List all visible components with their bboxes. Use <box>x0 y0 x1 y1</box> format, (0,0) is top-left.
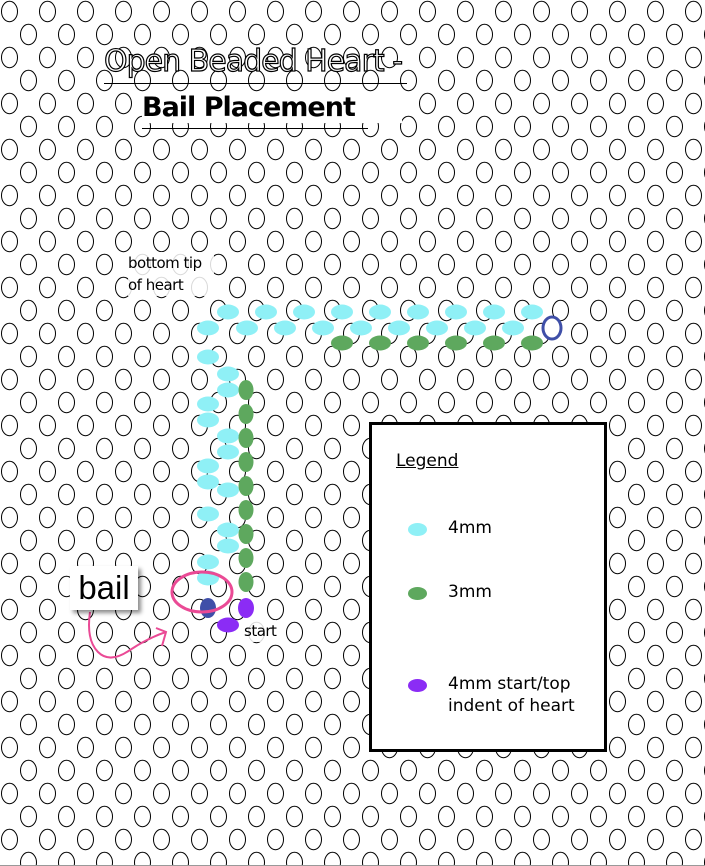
bead-3mm <box>445 335 467 351</box>
bead-4mm <box>217 382 239 398</box>
bead-4mm <box>217 366 239 382</box>
bail-label: bail <box>78 569 130 606</box>
bead-4mm <box>197 349 219 365</box>
bead-3mm <box>238 428 254 448</box>
bead-start <box>238 598 254 618</box>
bead-start-swatch <box>408 679 427 692</box>
legend-label-3mm: 3mm <box>448 582 492 602</box>
bead-3mm-swatch <box>408 587 427 600</box>
bead-3mm <box>521 335 543 351</box>
bead-4mm <box>369 304 391 320</box>
bead-3mm <box>369 335 391 351</box>
bead-3mm <box>238 500 254 520</box>
bail-pointer-arrow <box>88 611 167 659</box>
bead-4mm <box>197 554 219 570</box>
bead-4mm <box>217 482 239 498</box>
bead-3mm <box>238 452 254 472</box>
bead-4mm <box>521 304 543 320</box>
bead-4mm <box>255 304 277 320</box>
title-underline <box>104 83 407 84</box>
legend-box: Legend 4mm 3mm 4mm start/top indent of h… <box>369 422 607 752</box>
bead-4mm <box>388 320 410 336</box>
bead-4mm <box>407 304 429 320</box>
legend-label-start: 4mm start/top indent of heart <box>448 674 575 716</box>
bead-4mm <box>464 320 486 336</box>
bead-4mm <box>445 304 467 320</box>
bead-4mm <box>274 320 296 336</box>
bead-4mm <box>197 458 219 474</box>
bead-4mm <box>426 320 448 336</box>
bead-4mm <box>350 320 372 336</box>
bead-3mm <box>238 524 254 544</box>
bead-3mm <box>331 335 353 351</box>
bead-4mm-swatch <box>408 523 427 536</box>
bead-3mm <box>238 380 254 400</box>
bead-4mm <box>217 538 239 554</box>
bead-4mm <box>217 304 239 320</box>
bead-4mm <box>293 304 315 320</box>
bead-4mm <box>331 304 353 320</box>
bead-4mm <box>197 506 219 522</box>
bottom-tip-label: bottom tip of heart <box>128 252 214 296</box>
subtitle-underline <box>142 128 368 129</box>
bail-pointer-arrowhead <box>155 627 168 647</box>
bead-4mm <box>217 428 239 444</box>
bead-3mm <box>238 572 254 592</box>
bead-4mm <box>217 522 239 538</box>
bead-3mm <box>407 335 429 351</box>
bead-4mm <box>236 320 258 336</box>
bead-4mm <box>217 444 239 460</box>
bead-4mm <box>197 474 219 490</box>
bead-3mm <box>238 548 254 568</box>
bead-3mm <box>238 476 254 496</box>
legend-label-4mm: 4mm <box>448 518 492 538</box>
bead-navy-outline <box>541 315 563 341</box>
bead-4mm <box>502 320 524 336</box>
bail-placement-marker <box>170 570 234 614</box>
bead-3mm <box>483 335 505 351</box>
legend-title: Legend <box>396 451 459 471</box>
bead-4mm <box>483 304 505 320</box>
page-title-line2: Bail Placement <box>142 92 402 123</box>
bead-4mm <box>197 412 219 428</box>
bead-navy <box>200 598 216 618</box>
bail-label-box: bail <box>70 566 138 610</box>
bead-start <box>217 617 239 633</box>
start-label: start <box>244 620 277 642</box>
bead-4mm <box>197 320 219 336</box>
page-title-line1: Open Beaded Heart - <box>103 43 403 79</box>
bead-3mm <box>238 404 254 424</box>
bead-4mm <box>312 320 334 336</box>
bead-4mm <box>197 396 219 412</box>
